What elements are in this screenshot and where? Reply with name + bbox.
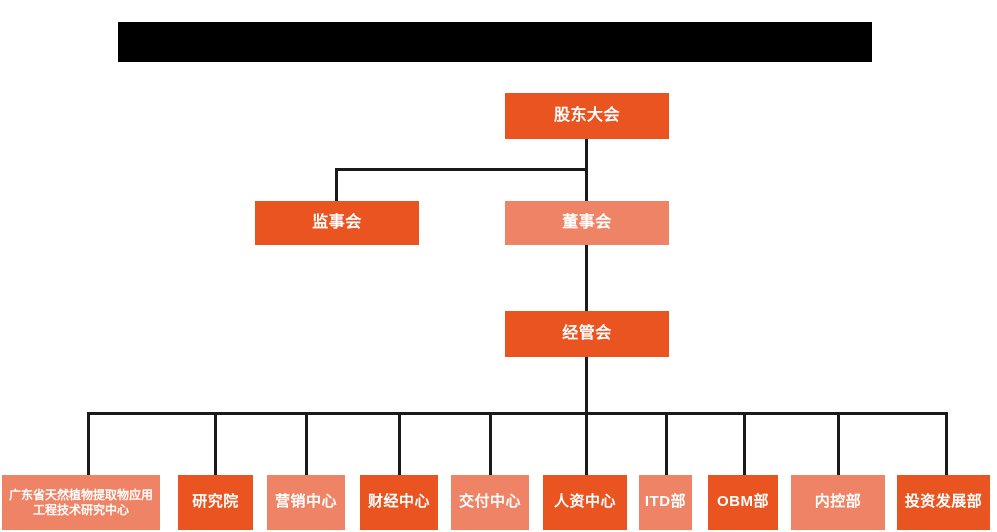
connector-level2-bus [335, 168, 587, 171]
node-label-internal-control-department: 内控部 [814, 493, 862, 511]
connector-drop-marketing-center [305, 412, 308, 475]
node-label-board-of-supervisors: 监事会 [312, 214, 362, 231]
node-internal-control-department[interactable]: 内控部 [791, 475, 885, 530]
connector-drop-gd-natural-plant-extract-center [87, 412, 90, 475]
node-obm-department[interactable]: OBM部 [708, 475, 778, 530]
node-management-committee[interactable]: 经管会 [505, 311, 669, 357]
node-label-finance-center: 财经中心 [367, 493, 430, 511]
node-board-of-supervisors[interactable]: 监事会 [255, 201, 419, 245]
node-label-management-committee: 经管会 [562, 325, 612, 342]
node-investment-development-department[interactable]: 投资发展部 [897, 475, 990, 530]
connector-drop-research-institute [214, 412, 217, 475]
node-label-delivery-center: 交付中心 [458, 493, 521, 511]
node-delivery-center[interactable]: 交付中心 [451, 475, 529, 530]
node-itd-department[interactable]: ITD部 [639, 475, 692, 530]
connector-supervisors-down [335, 168, 338, 202]
connector-shareholders-down [585, 139, 588, 171]
node-board-of-directors[interactable]: 董事会 [505, 201, 669, 245]
node-label-human-resources-center: 人资中心 [553, 493, 616, 511]
connector-drop-finance-center [398, 412, 401, 475]
connector-directors-to-management [585, 241, 588, 311]
node-label-shareholders-meeting: 股东大会 [553, 107, 620, 124]
connector-drop-investment-development-department [945, 412, 948, 475]
node-finance-center[interactable]: 财经中心 [360, 475, 438, 530]
node-label-investment-development-department: 投资发展部 [904, 493, 983, 511]
connector-directors-down [585, 168, 588, 202]
node-label-research-institute: 研究院 [192, 493, 239, 511]
connector-drop-itd-department [665, 412, 668, 475]
node-gd-natural-plant-extract-center[interactable]: 广东省天然植物提取物应用工程技术研究中心 [2, 475, 160, 530]
connector-drop-obm-department [743, 412, 746, 475]
node-label-marketing-center: 营销中心 [274, 493, 337, 511]
node-label-obm-department: OBM部 [717, 493, 769, 511]
connector-leaf-bus [87, 412, 945, 415]
redacted-title-bar [118, 22, 872, 62]
connector-drop-internal-control-department [837, 412, 840, 475]
node-label-gd-natural-plant-extract-center: 广东省天然植物提取物应用工程技术研究中心 [8, 487, 153, 517]
node-marketing-center[interactable]: 营销中心 [267, 475, 345, 530]
node-research-institute[interactable]: 研究院 [178, 475, 253, 530]
node-label-board-of-directors: 董事会 [562, 214, 612, 231]
node-shareholders-meeting[interactable]: 股东大会 [505, 93, 669, 139]
connector-management-down [585, 357, 588, 414]
node-label-itd-department: ITD部 [644, 493, 687, 511]
connector-drop-delivery-center [489, 412, 492, 475]
connector-drop-human-resources-center [585, 412, 588, 475]
node-human-resources-center[interactable]: 人资中心 [543, 475, 627, 530]
